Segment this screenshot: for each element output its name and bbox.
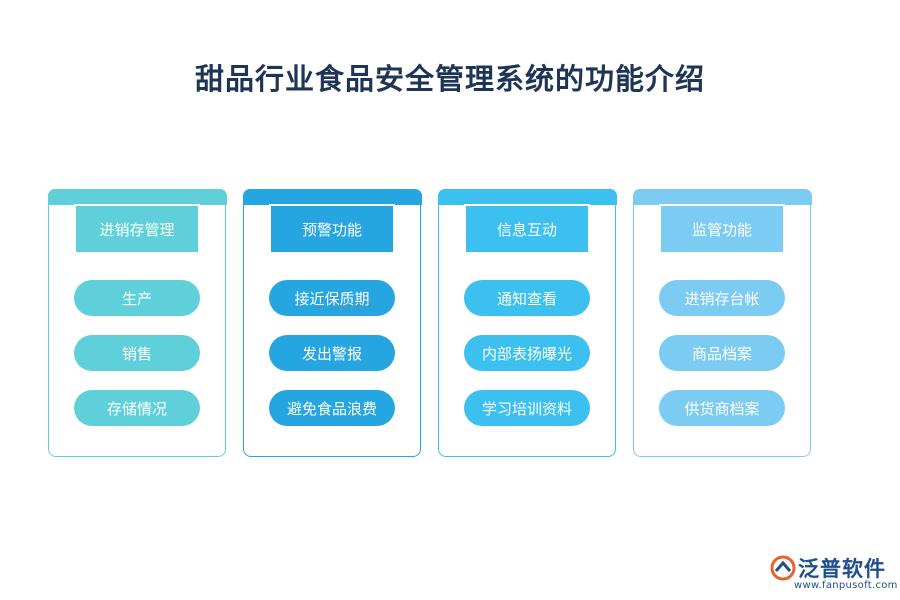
panel-header: 监管功能 bbox=[659, 204, 785, 254]
logo-name: 泛普软件 bbox=[798, 557, 886, 581]
logo-url: www.fanpusoft.com bbox=[794, 580, 898, 591]
panel-item: 供货商档案 bbox=[659, 390, 785, 426]
page-title: 甜品行业食品安全管理系统的功能介绍 bbox=[194, 62, 705, 96]
panel-band bbox=[632, 188, 812, 205]
panel-band bbox=[437, 188, 617, 205]
panel-warning: 预警功能 接近保质期 发出警报 避免食品浪费 bbox=[242, 188, 422, 457]
panel-item: 存储情况 bbox=[74, 390, 200, 426]
panel-item: 发出警报 bbox=[269, 335, 395, 371]
logo-icon bbox=[770, 555, 796, 581]
brand-logo: 泛普软件 www.fanpusoft.com bbox=[770, 553, 898, 597]
panel-item: 进销存台帐 bbox=[659, 280, 785, 316]
watermark: 泛普软件 bbox=[330, 300, 374, 313]
panel-item: 通知查看 bbox=[464, 280, 590, 316]
panel-supervision: 监管功能 进销存台帐 商品档案 供货商档案 bbox=[632, 188, 812, 457]
panel-band bbox=[242, 188, 422, 205]
panel-item: 接近保质期 bbox=[269, 280, 395, 316]
panel-info: 信息互动 通知查看 内部表扬曝光 学习培训资料 bbox=[437, 188, 617, 457]
panel-header: 进销存管理 bbox=[74, 204, 200, 254]
panel-inventory: 进销存管理 生产 销售 存储情况 bbox=[47, 188, 227, 457]
panel-header: 预警功能 bbox=[269, 204, 395, 254]
panel-band bbox=[47, 188, 227, 205]
panel-item: 生产 bbox=[74, 280, 200, 316]
panel-item: 内部表扬曝光 bbox=[464, 335, 590, 371]
panel-header: 信息互动 bbox=[464, 204, 590, 254]
panel-item: 商品档案 bbox=[659, 335, 785, 371]
panel-item: 避免食品浪费 bbox=[269, 390, 395, 426]
panel-item: 学习培训资料 bbox=[464, 390, 590, 426]
panel-item: 销售 bbox=[74, 335, 200, 371]
